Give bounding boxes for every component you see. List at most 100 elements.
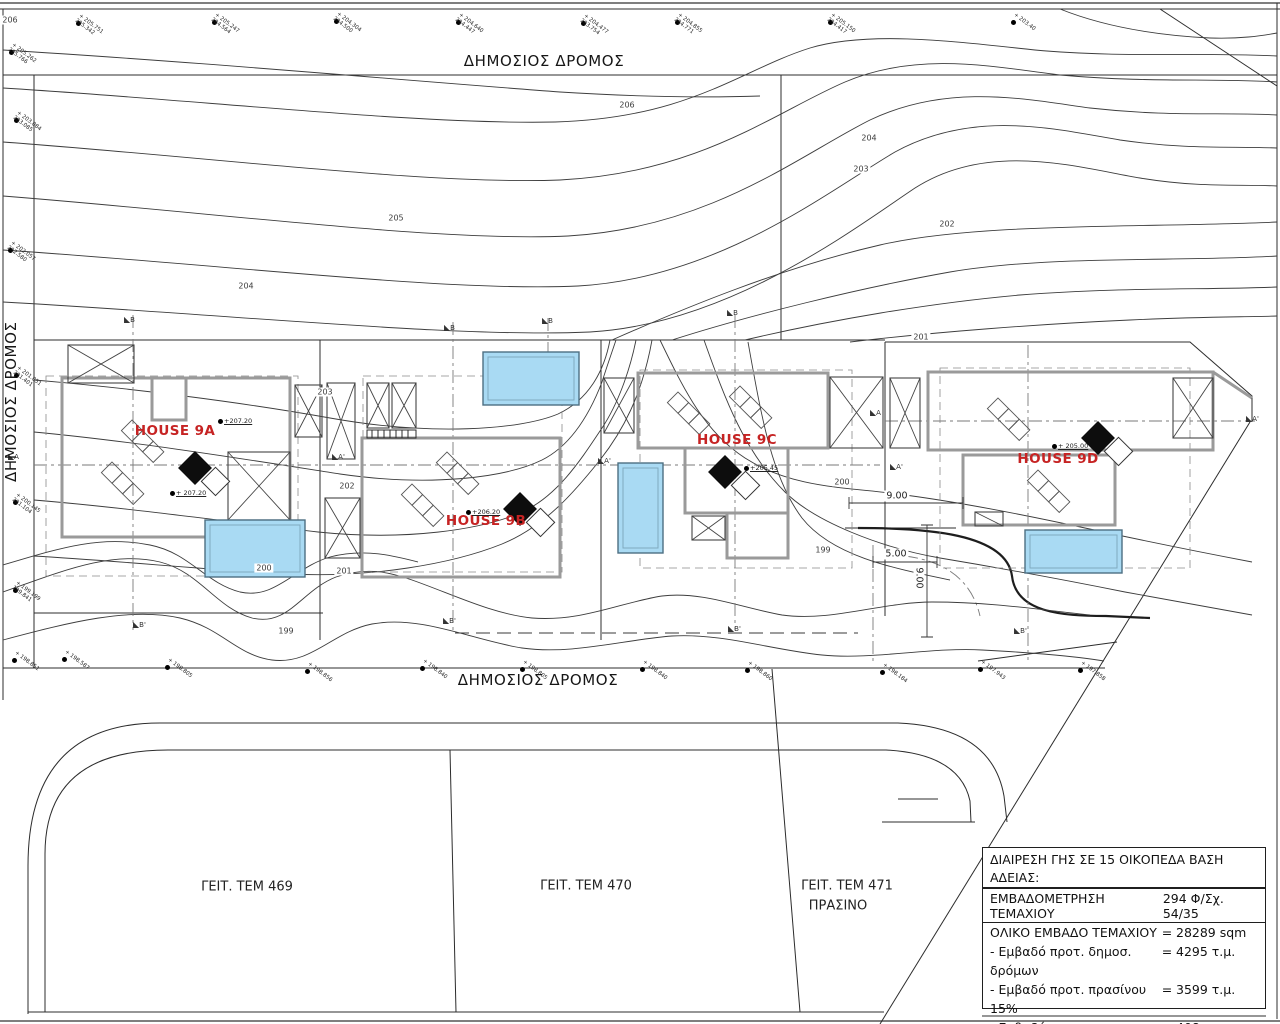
contour-label: 200 bbox=[832, 477, 852, 487]
survey-point: + 198.856 bbox=[305, 661, 333, 683]
spot-elevation: +206.20 bbox=[466, 508, 500, 516]
survey-dot-icon bbox=[466, 509, 471, 515]
survey-point: + 205.247 204.564 bbox=[210, 12, 240, 35]
spot-elevation: + 207.20 bbox=[170, 489, 206, 497]
survey-dot-icon bbox=[745, 668, 750, 673]
section-triangle-icon: ◣ bbox=[133, 620, 140, 629]
section-triangle-icon: ◣ bbox=[890, 462, 897, 471]
contour-label: 200 bbox=[254, 563, 274, 573]
contour-label: 206 bbox=[0, 15, 20, 25]
section-triangle-icon: ◣ bbox=[598, 456, 605, 465]
contour-label: 204 bbox=[859, 133, 879, 143]
section-triangle-icon: ◣ bbox=[8, 452, 15, 461]
area-table-row: - Εμβαδό χωρου κοιν. εξοπλ 2%=408 τ.μ. bbox=[983, 1018, 1265, 1024]
contour-label: 203 bbox=[315, 387, 335, 397]
contour-label: 202 bbox=[337, 481, 357, 491]
area-measurement-table: ΕΜΒΑΔΟΜΕΤΡΗΣΗ ΤΕΜΑΧΙΟΥ 294 Φ/Σχ. 54/35 Ο… bbox=[982, 888, 1266, 1024]
survey-dot-icon bbox=[76, 21, 81, 26]
survey-dot-icon bbox=[218, 418, 223, 424]
spot-elevation: +205.45 bbox=[744, 464, 778, 472]
survey-dot-icon bbox=[744, 465, 749, 471]
parcel-label: ΓΕΙΤ. ΤΕΜ 469 bbox=[201, 879, 293, 895]
survey-dot-icon bbox=[13, 588, 18, 593]
section-marker: ◣B' bbox=[443, 616, 456, 625]
section-triangle-icon: ◣ bbox=[1014, 626, 1021, 635]
area-row-value: 3599 τ.μ. bbox=[1176, 982, 1236, 997]
survey-dot-icon bbox=[640, 667, 645, 672]
survey-point: + 198.851 bbox=[12, 650, 40, 672]
section-marker: ◣B bbox=[124, 315, 135, 324]
area-table-header-sheet: 294 Φ/Σχ. 54/35 bbox=[1162, 891, 1224, 921]
survey-point: + 198.184 bbox=[880, 662, 908, 684]
survey-point: + 201.051 201.401 bbox=[12, 365, 42, 388]
section-marker: ◣B bbox=[542, 316, 553, 325]
house-label: HOUSE 9C bbox=[697, 432, 777, 448]
contour-label: 206 bbox=[617, 100, 637, 110]
survey-dot-icon bbox=[675, 20, 680, 25]
dimension-label: 9.00 bbox=[913, 565, 925, 591]
house-label: HOUSE 9D bbox=[1017, 451, 1099, 467]
survey-dot-icon bbox=[13, 500, 18, 505]
area-table-row: ΟΛΙΚΟ ΕΜΒΑΔΟ ΤΕΜΑΧΙΟΥ =28289 sqm bbox=[983, 923, 1265, 942]
survey-dot-icon bbox=[9, 50, 14, 55]
survey-dot-icon bbox=[212, 20, 217, 25]
area-table-row: - Εμβαδό προτ. δημοσ. δρόμων=4295 τ.μ. bbox=[983, 942, 1265, 980]
section-triangle-icon: ◣ bbox=[1246, 414, 1253, 423]
area-table-header-title: ΕΜΒΑΔΟΜΕΤΡΗΣΗ ΤΕΜΑΧΙΟΥ bbox=[990, 891, 1105, 921]
survey-dot-icon bbox=[8, 248, 13, 253]
survey-dot-icon bbox=[1078, 668, 1083, 673]
area-row-value: 28289 sqm bbox=[1176, 925, 1247, 940]
contour-label: 203 bbox=[851, 164, 871, 174]
survey-point: + 198.860 bbox=[745, 660, 773, 682]
survey-point: + 198.840 bbox=[640, 659, 668, 681]
area-row-equals: = bbox=[1161, 925, 1173, 940]
survey-point: + 199.199 199.841 bbox=[11, 580, 41, 603]
permit-info-box: ΔΙΑΙΡΕΣΗ ΓΗΣ ΣΕ 15 ΟΙΚΟΠΕΔΑ ΒΑΣΗ ΑΔΕΙΑΣ:… bbox=[982, 847, 1266, 903]
survey-dot-icon bbox=[14, 118, 19, 123]
top-road-label: ΔΗΜΟΣΙΟΣ ΔΡΟΜΟΣ bbox=[463, 52, 625, 70]
survey-point: + 198.587 bbox=[62, 649, 90, 671]
contour-label: 199 bbox=[813, 545, 833, 555]
section-triangle-icon: ◣ bbox=[124, 315, 131, 324]
area-row-value: 4295 τ.μ. bbox=[1176, 944, 1236, 959]
spot-elevation: +207.20 bbox=[218, 417, 252, 425]
survey-point: + 204.304 204.500 bbox=[332, 11, 362, 34]
survey-point: + 202.057 202.580 bbox=[6, 240, 36, 263]
area-row-label: - Εμβαδό προτ. πρασίνου 15% bbox=[990, 982, 1147, 1016]
survey-point: + 204.855 204.771 bbox=[673, 12, 703, 35]
survey-dot-icon bbox=[12, 658, 17, 663]
section-triangle-icon: ◣ bbox=[443, 616, 450, 625]
survey-point: + 197.858 bbox=[1078, 660, 1106, 682]
area-row-value: 408 τ.μ. bbox=[1176, 1018, 1258, 1024]
section-marker: ◣A' bbox=[332, 452, 345, 461]
survey-dot-icon bbox=[420, 666, 425, 671]
bottom-road-label: ΔΗΜΟΣΙΟΣ ΔΡΟΜΟΣ bbox=[457, 671, 619, 689]
survey-point: + 198.840 bbox=[420, 658, 448, 680]
section-marker: ◣B bbox=[444, 323, 455, 332]
contour-label: 204 bbox=[236, 281, 256, 291]
section-triangle-icon: ◣ bbox=[444, 323, 451, 332]
area-row-label: - Εμβαδό προτ. δημοσ. δρόμων bbox=[990, 944, 1132, 978]
section-marker: ◣A bbox=[8, 452, 19, 461]
section-marker: ◣A' bbox=[598, 456, 611, 465]
survey-dot-icon bbox=[520, 667, 525, 672]
area-table-rows: ΟΛΙΚΟ ΕΜΒΑΔΟ ΤΕΜΑΧΙΟΥ =28289 sqm - Εμβαδό … bbox=[983, 923, 1265, 1024]
survey-dot-icon bbox=[62, 657, 67, 662]
house-label: HOUSE 9A bbox=[134, 423, 216, 439]
spot-elevation: + 205.00 bbox=[1052, 442, 1088, 450]
survey-dot-icon bbox=[1011, 20, 1016, 25]
survey-point: + 203.084 203.085 bbox=[12, 110, 42, 133]
survey-dot-icon bbox=[978, 667, 983, 672]
area-row-label: ΟΛΙΚΟ ΕΜΒΑΔΟ ΤΕΜΑΧΙΟΥ bbox=[990, 925, 1157, 940]
section-triangle-icon: ◣ bbox=[542, 316, 549, 325]
survey-dot-icon bbox=[14, 373, 19, 378]
section-marker: ◣B bbox=[727, 308, 738, 317]
survey-dot-icon bbox=[581, 21, 586, 26]
survey-point: + 203.40 bbox=[1011, 12, 1036, 32]
survey-dot-icon bbox=[170, 490, 175, 496]
survey-dot-icon bbox=[1052, 443, 1057, 449]
section-marker: ◣B' bbox=[728, 624, 741, 633]
contour-label: 199 bbox=[276, 626, 296, 636]
section-triangle-icon: ◣ bbox=[727, 308, 734, 317]
